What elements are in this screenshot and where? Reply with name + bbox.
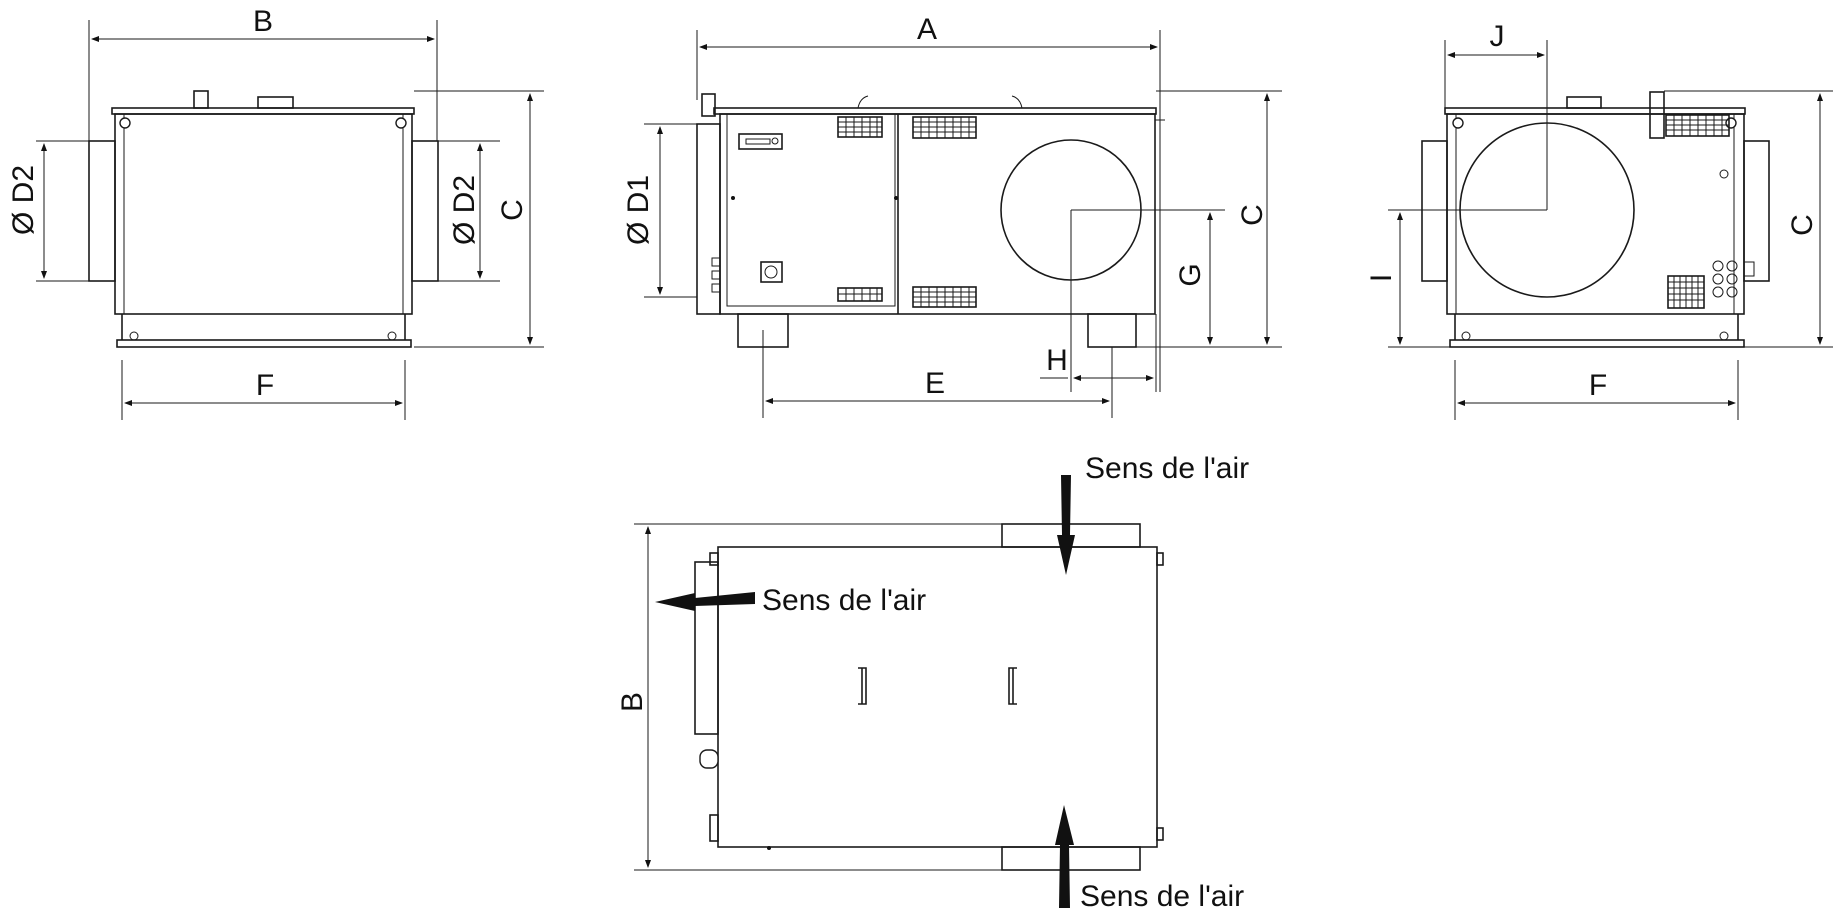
dimension-label-e: E <box>925 367 945 400</box>
dimension-label-b: B <box>253 5 273 38</box>
front-view-dimensions: A Ø D1 C G H E <box>622 13 1282 418</box>
airflow-arrow-up-icon <box>1055 805 1074 908</box>
left-view-dimensions: B Ø D2 Ø D2 C F <box>7 5 544 420</box>
dimension-label-j: J <box>1490 20 1505 53</box>
front-view <box>696 93 1165 348</box>
dimension-label-f-right: F <box>1589 369 1607 402</box>
dimension-label-a: A <box>917 13 937 46</box>
dimension-label-b-top: B <box>616 692 649 712</box>
airflow-label-left: Sens de l'air <box>762 584 926 617</box>
grille-right-bottom <box>1667 275 1705 309</box>
airflow-arrows: Sens de l'air Sens de l'air Sens de l'ai… <box>655 452 1249 913</box>
airflow-arrow-down-icon <box>1057 475 1075 575</box>
grille-top-right <box>912 116 977 139</box>
dimension-label-h: H <box>1046 344 1068 377</box>
grille-bottom-left <box>837 287 883 302</box>
dimension-label-c-left: C <box>496 199 529 221</box>
dimension-label-i: I <box>1365 274 1398 282</box>
right-view-dimensions: J I C F <box>1365 20 1833 420</box>
grille-right-top <box>1665 114 1730 137</box>
airflow-label-bottom: Sens de l'air <box>1080 880 1244 913</box>
dimension-label-c-front: C <box>1236 204 1269 226</box>
top-view-dimensions: B <box>616 523 1002 871</box>
airflow-arrow-left-icon <box>655 592 755 611</box>
dimension-label-d1: Ø D1 <box>622 175 655 245</box>
left-side-view <box>88 90 439 348</box>
top-view <box>694 523 1164 871</box>
right-side-view <box>1421 91 1770 348</box>
dimension-label-d2-left: Ø D2 <box>7 165 40 235</box>
dimension-label-g: G <box>1174 263 1207 286</box>
dimension-label-d2-right: Ø D2 <box>448 175 481 245</box>
dimension-label-c-right: C <box>1786 214 1819 236</box>
dimension-label-f-left: F <box>256 369 274 402</box>
grille-top-left <box>837 116 883 138</box>
airflow-label-top: Sens de l'air <box>1085 452 1249 485</box>
grille-bottom-right <box>912 286 977 308</box>
